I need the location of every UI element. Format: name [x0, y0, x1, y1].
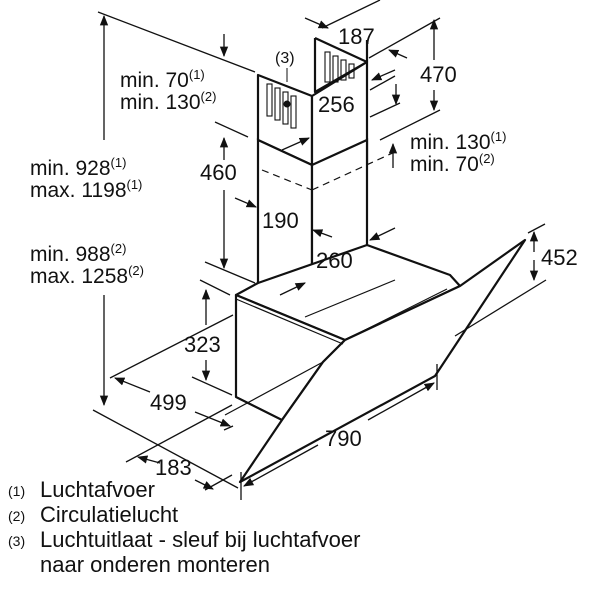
dim-front-glass-height: 452 [541, 245, 578, 270]
legend-item-1: (1) Luchtafvoer [8, 477, 155, 502]
dim-chimney-depth-top: 187 [338, 24, 375, 49]
label-total-height-recirculation: min. 988(2) max. 1258(2) [30, 241, 144, 288]
label-mid-gap: min. 130(1) min. 70(2) [410, 129, 507, 176]
dim-chimney-width-lower: 190 [262, 208, 299, 233]
hood-body [234, 238, 527, 484]
legend-item-2: (2) Circulatielucht [8, 502, 179, 527]
label-top-gap: min. 70(1) min. 130(2) [120, 67, 217, 114]
dim-total-width: 790 [325, 426, 362, 451]
dim-outlet-marker: (3) [275, 50, 295, 67]
dimension-lines [92, 0, 547, 500]
legend-item-3-continued: naar onderen monteren [40, 552, 270, 577]
dim-chimney-depth-lower: 260 [316, 248, 353, 273]
dim-chimney-width-top: 256 [318, 92, 355, 117]
dim-body-height: 323 [184, 332, 221, 357]
dim-body-depth: 499 [150, 390, 187, 415]
legend: (1) Luchtafvoer (2) Circulatielucht (3) … [8, 478, 360, 577]
label-total-height-extraction: min. 928(1) max. 1198(1) [30, 155, 143, 202]
dim-chimney-lower-height: 460 [200, 160, 237, 185]
dim-chimney-upper-height: 470 [420, 62, 457, 87]
outlet-dot-icon [283, 100, 291, 108]
legend-item-3: (3) Luchtuitlaat - sleuf bij luchtafvoer [8, 527, 361, 552]
vent-slots [266, 51, 355, 129]
dim-base-depth: 183 [155, 455, 192, 480]
